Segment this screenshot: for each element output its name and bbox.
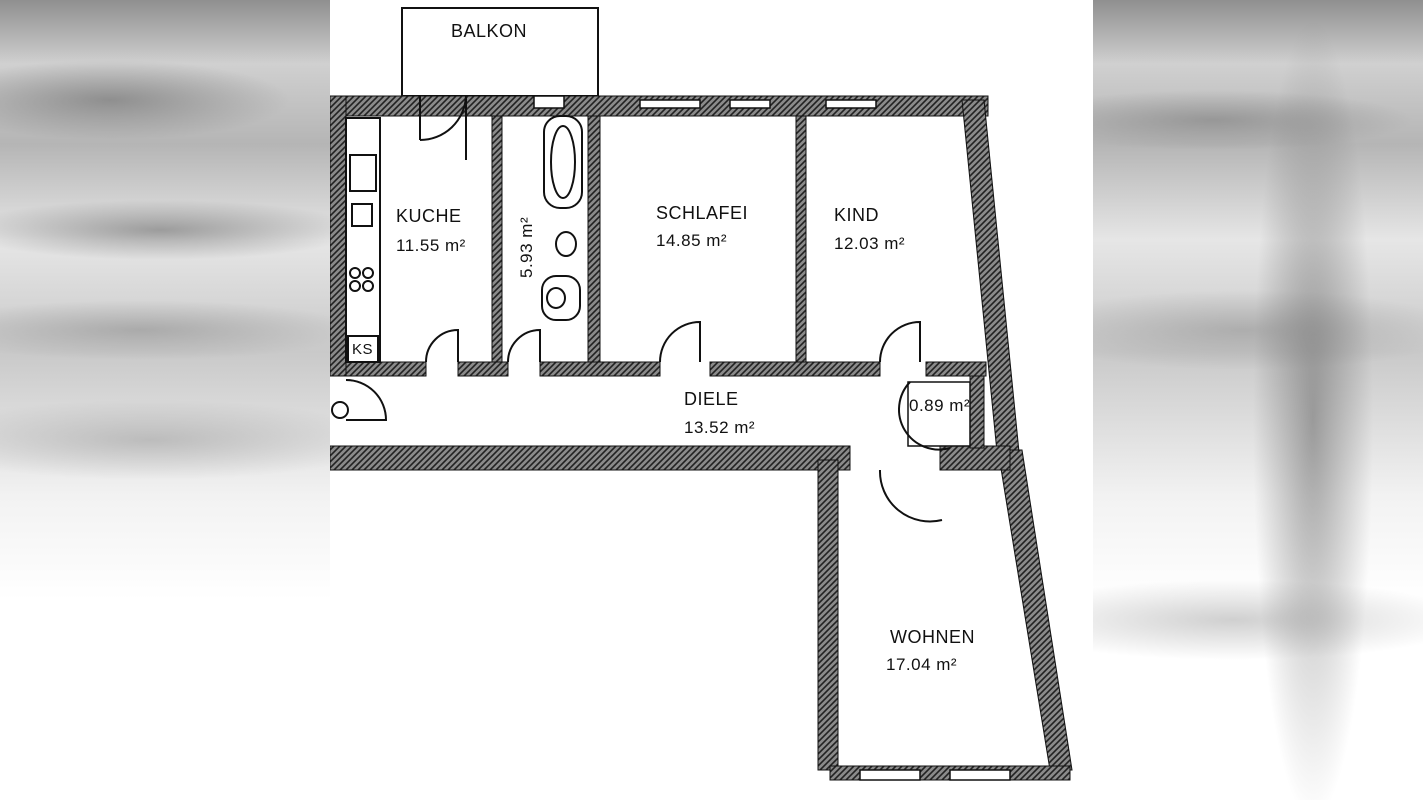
windows-top (533, 95, 1011, 781)
outer-walls (330, 95, 1073, 781)
kitchen-label: KUCHE (396, 206, 462, 226)
kid-room-area: 12.03 m² (834, 234, 906, 253)
bath-fixtures (541, 115, 583, 321)
living-room-label: WOHNEN (890, 627, 975, 647)
bedroom-area: 14.85 m² (656, 231, 728, 250)
kitchen-counter (345, 117, 381, 363)
balcony-outline (401, 7, 599, 97)
storage-box (907, 381, 971, 447)
blurred-background-right (1093, 0, 1423, 800)
storage-area: 0.89 m² (909, 396, 971, 415)
living-room-area: 17.04 m² (886, 655, 958, 674)
balcony-label: BALKON (451, 21, 528, 41)
kitchen-area: 11.55 m² (396, 236, 466, 255)
floor-plan: BALKON KUCHE 11.55 m² 5.93 m² SCHLAFEI 1… (330, 0, 1093, 800)
bedroom-label: SCHLAFEI (656, 203, 749, 223)
door-swings (331, 95, 951, 523)
floor-plan-drawing (330, 7, 1073, 781)
fridge-label: KS (352, 341, 374, 358)
interior-walls (345, 115, 987, 449)
hall-label: DIELE (684, 389, 739, 409)
kid-room-label: KIND (834, 205, 880, 225)
blurred-background-left (0, 0, 330, 800)
bath-area: 5.93 m² (517, 216, 536, 278)
hall-area: 13.52 m² (684, 418, 756, 437)
